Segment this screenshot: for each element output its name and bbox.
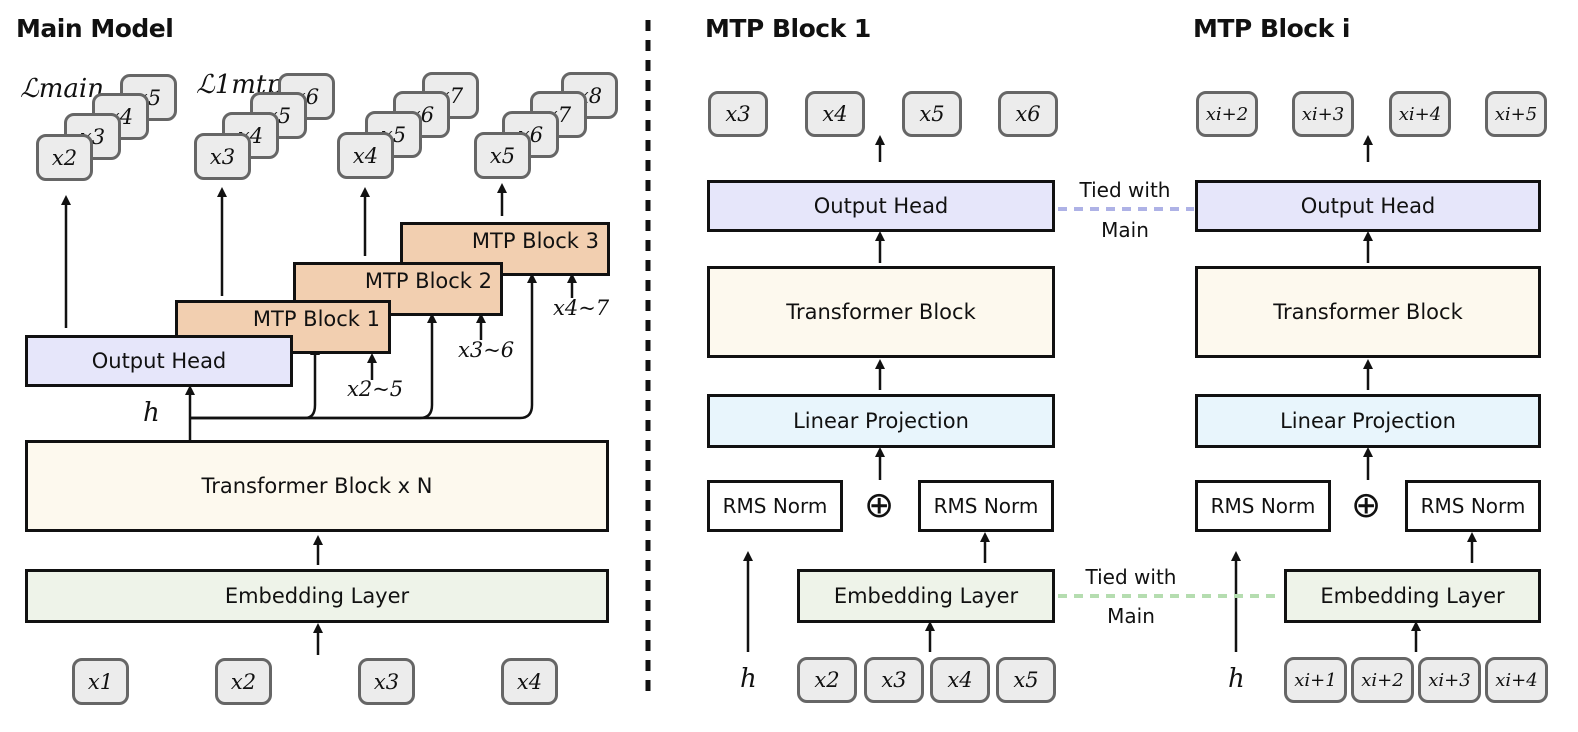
range-label: x3~6: [458, 338, 515, 362]
mtpi-embedding-layer: Embedding Layer: [1284, 569, 1541, 623]
mtpi-input-token: xi+4: [1485, 657, 1548, 703]
mtp1-embedding-layer: Embedding Layer: [797, 569, 1055, 623]
mtpi-input-token: xi+1: [1284, 657, 1347, 703]
tied-head-label-line1: Tied with: [1079, 178, 1171, 202]
range-label: x4~7: [553, 296, 610, 320]
mtpi-output-token: xi+2: [1196, 91, 1258, 137]
mtp1-linear-projection: Linear Projection: [707, 394, 1055, 448]
tied-emb-label-line2: Main: [1107, 604, 1155, 628]
mtpi-linear-projection: Linear Projection: [1195, 394, 1541, 448]
main-transformer-block: Transformer Block x N: [25, 440, 609, 532]
mtp1-output-token: x5: [902, 91, 962, 137]
oplus-icon: ⊕: [1351, 485, 1382, 526]
mtp1-input-token: x3: [864, 657, 924, 703]
mtpi-output-token: xi+5: [1485, 91, 1547, 137]
stack-token: x5: [474, 132, 531, 179]
mtpi-h-label: h: [1228, 664, 1245, 694]
main-h-label: h: [143, 398, 160, 428]
mtp1-output-token: x4: [805, 91, 865, 137]
main-input-token: x1: [72, 658, 129, 705]
oplus-icon: ⊕: [864, 485, 895, 526]
stack-token: x3: [194, 133, 251, 180]
mtp1-output-token: x3: [708, 91, 768, 137]
mtp-block-i-title: MTP Block i: [1193, 14, 1350, 43]
mtpi-input-token: xi+2: [1351, 657, 1414, 703]
tied-head-label-line2: Main: [1101, 218, 1149, 242]
tied-emb-label-line1: Tied with: [1085, 565, 1177, 589]
mtp1-input-token: x4: [930, 657, 990, 703]
mtp1-transformer-block: Transformer Block: [707, 266, 1055, 358]
mtp1-rms-norm-left: RMS Norm: [707, 480, 843, 532]
mtp1-output-token: x6: [998, 91, 1058, 137]
stack-token: x2: [36, 134, 93, 181]
main-embedding-layer: Embedding Layer: [25, 569, 609, 623]
stack-token: x5: [365, 111, 422, 158]
main-input-token: x2: [215, 658, 272, 705]
mtpi-input-token: xi+3: [1418, 657, 1481, 703]
loss-main-label: ℒmain: [20, 74, 104, 104]
mtpi-output-head: Output Head: [1195, 180, 1541, 232]
mtpi-transformer-block: Transformer Block: [1195, 266, 1541, 358]
mtp1-input-token: x2: [797, 657, 857, 703]
mtp1-output-head: Output Head: [707, 180, 1055, 232]
main-input-token: x3: [358, 658, 415, 705]
range-label: x2~5: [347, 377, 404, 401]
mtpi-rms-norm-right: RMS Norm: [1405, 480, 1541, 532]
mtp-block-1-title: MTP Block 1: [705, 14, 871, 43]
mtpi-output-token: xi+4: [1389, 91, 1451, 137]
main-input-token: x4: [501, 658, 558, 705]
mtp1-rms-norm-right: RMS Norm: [918, 480, 1054, 532]
mtpi-rms-norm-left: RMS Norm: [1195, 480, 1331, 532]
main-output-head: Output Head: [25, 335, 293, 387]
stack-token: x4: [337, 132, 394, 179]
mtpi-output-token: xi+3: [1292, 91, 1354, 137]
main-model-title: Main Model: [16, 14, 174, 43]
mtp1-h-label: h: [740, 664, 757, 694]
mtp1-input-token: x5: [996, 657, 1056, 703]
h-branch-3: [190, 273, 537, 420]
